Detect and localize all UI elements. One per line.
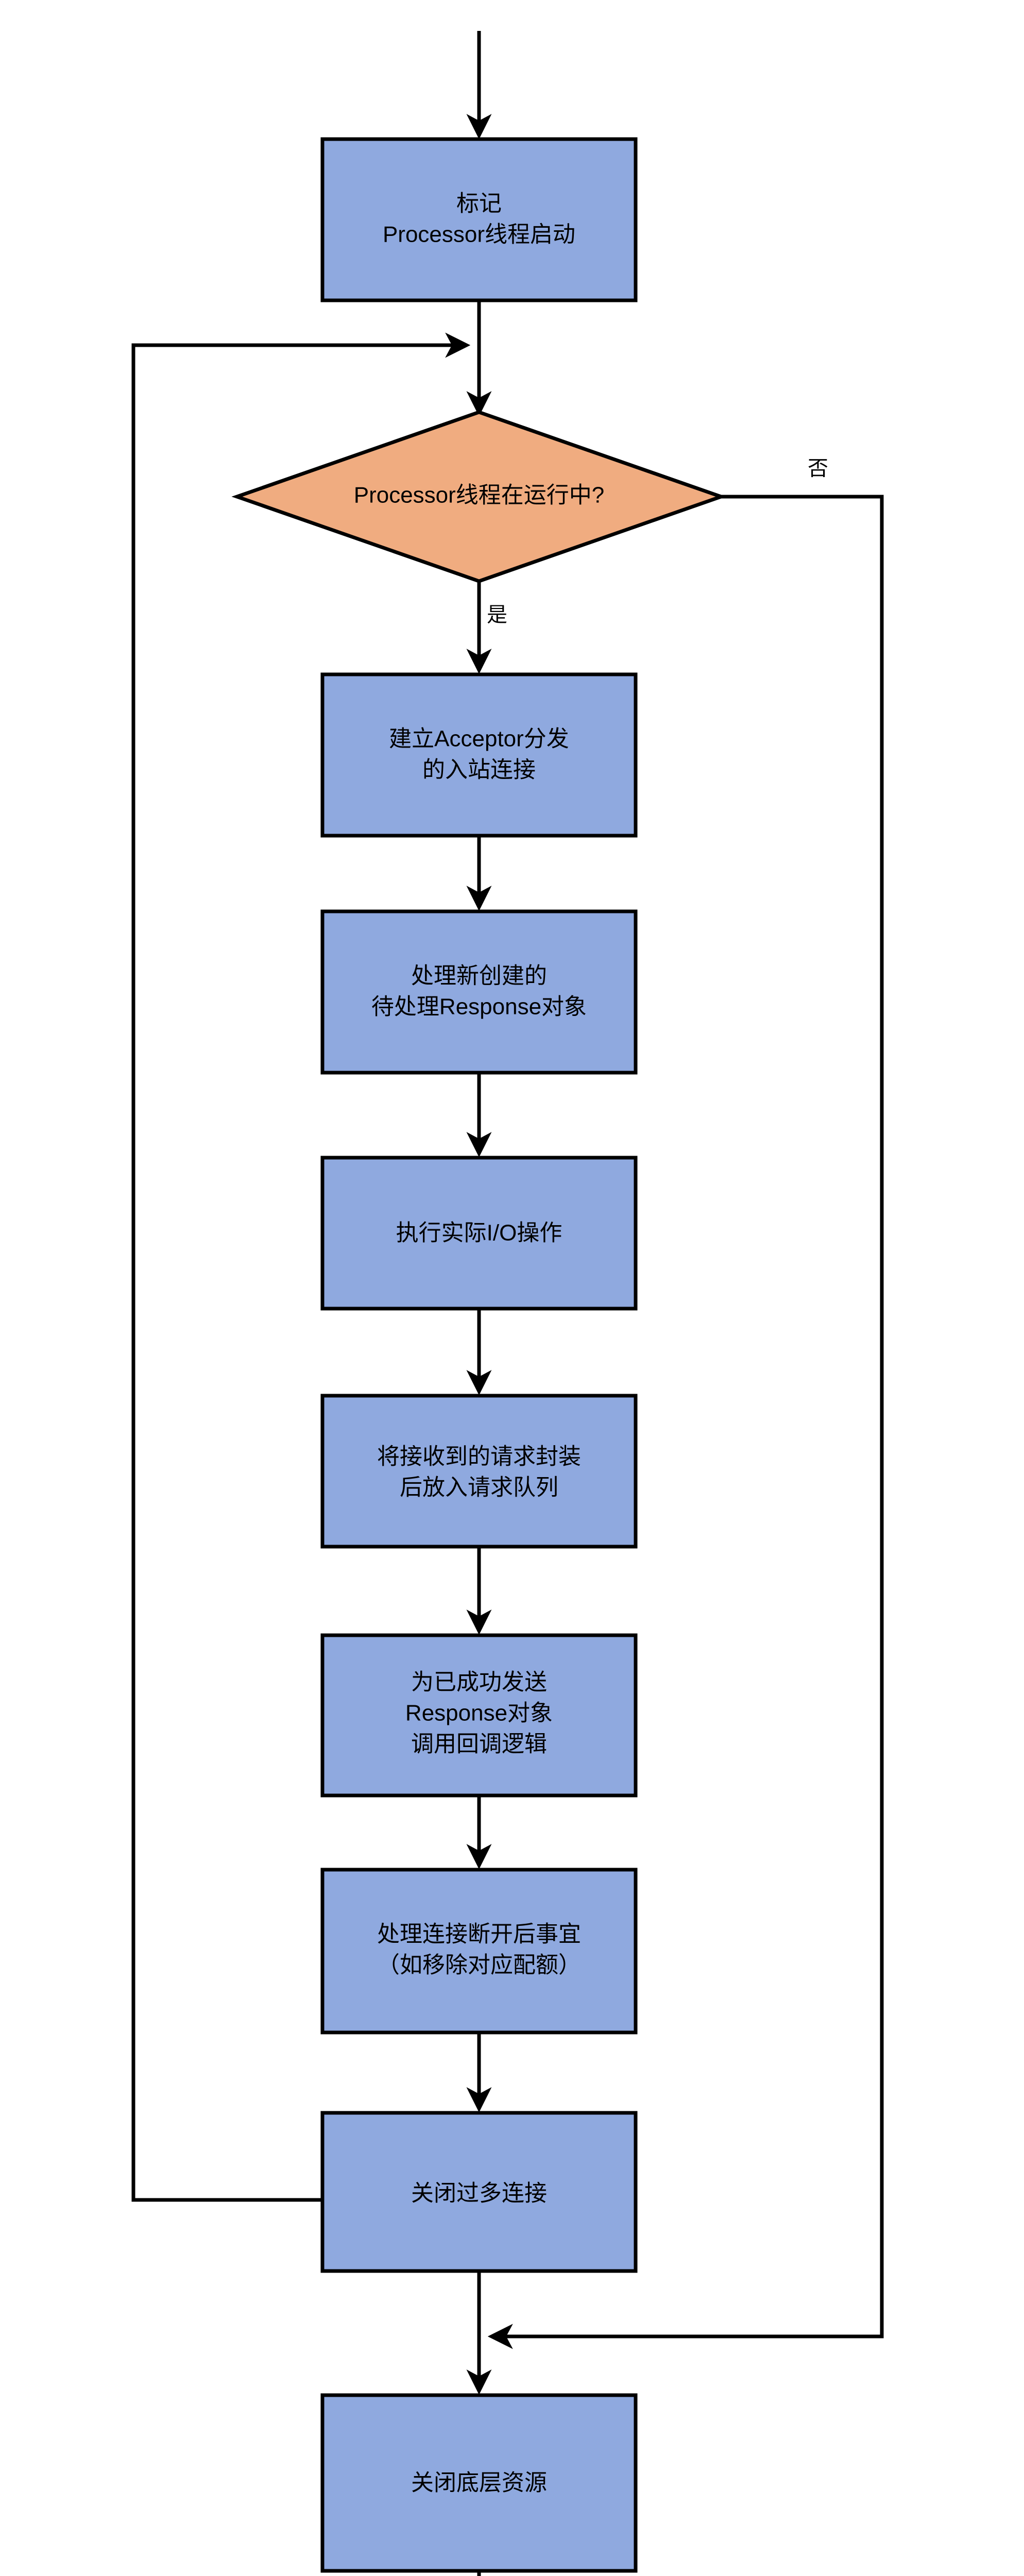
node-n6-wrap-request-into-queue[interactable]: 将接收到的请求封装 后放入请求队列 — [320, 1394, 638, 1549]
node-n9-label-line-0: 关闭过多连接 — [411, 2181, 547, 2206]
node-n10-shape — [320, 2393, 638, 2573]
node-n1-mark-processor-thread-start[interactable]: 标记 Processor线程启动 — [320, 137, 638, 302]
node-n8-label-line-0: 处理连接断开后事宜 — [377, 1922, 581, 1947]
edge-label-no: 否 — [808, 457, 828, 480]
node-n2-is-processor-thread-running[interactable]: Processor线程在运行中? — [231, 410, 727, 583]
node-n6-label-line-0: 将接收到的请求封装 — [377, 1444, 581, 1469]
node-n6-label-line-1: 后放入请求队列 — [400, 1475, 558, 1500]
node-n9-shape — [320, 2111, 638, 2273]
node-n5-perform-actual-io[interactable]: 执行实际I/O操作 — [320, 1156, 638, 1311]
node-n7-label-line-1: Response对象 — [405, 1701, 553, 1726]
node-n7-shape — [320, 1633, 638, 1798]
node-n7-label-line-0: 为已成功发送 — [411, 1670, 547, 1695]
node-n7-invoke-callback-for-sent-response[interactable]: 为已成功发送 Response对象 调用回调逻辑 — [320, 1633, 638, 1798]
node-n4-process-new-pending-response[interactable]: 处理新创建的 待处理Response对象 — [320, 909, 638, 1075]
node-n10-label-line-0: 关闭底层资源 — [411, 2470, 547, 2496]
node-n4-label-line-0: 处理新创建的 — [411, 963, 547, 989]
edge-n9-loopback-to-n2 — [131, 332, 471, 2202]
node-n10-close-underlying-resources[interactable]: 关闭底层资源 — [320, 2393, 638, 2573]
node-n1-shape — [320, 137, 638, 302]
node-n1-label-line-0: 标记 — [456, 191, 502, 216]
node-n8-shape — [320, 1868, 638, 2035]
edge-n2-to-n10-no — [487, 495, 884, 2349]
node-n6-shape — [320, 1394, 638, 1549]
edges-layer — [131, 31, 884, 2576]
node-n9-close-excess-connections[interactable]: 关闭过多连接 — [320, 2111, 638, 2273]
node-n4-shape — [320, 909, 638, 1075]
node-n3-label-line-1: 的入站连接 — [422, 757, 536, 783]
node-n4-label-line-1: 待处理Response对象 — [371, 994, 587, 1020]
node-n2-label-line-0: Processor线程在运行中? — [354, 483, 605, 508]
edge-label-yes: 是 — [487, 604, 507, 626]
node-n8-handle-disconnect-aftermath[interactable]: 处理连接断开后事宜 （如移除对应配额） — [320, 1868, 638, 2035]
node-n3-shape — [320, 672, 638, 838]
node-n7-label-line-2: 调用回调逻辑 — [411, 1732, 547, 1757]
node-n3-label-line-0: 建立Acceptor分发 — [389, 726, 569, 752]
node-n8-label-line-1: （如移除对应配额） — [377, 1953, 581, 1978]
node-n3-establish-acceptor-inbound-connection[interactable]: 建立Acceptor分发 的入站连接 — [320, 672, 638, 838]
node-n5-label-line-0: 执行实际I/O操作 — [396, 1221, 562, 1246]
node-n2-shape — [231, 410, 727, 583]
node-n5-shape — [320, 1156, 638, 1311]
node-n1-label-line-1: Processor线程启动 — [383, 222, 575, 247]
